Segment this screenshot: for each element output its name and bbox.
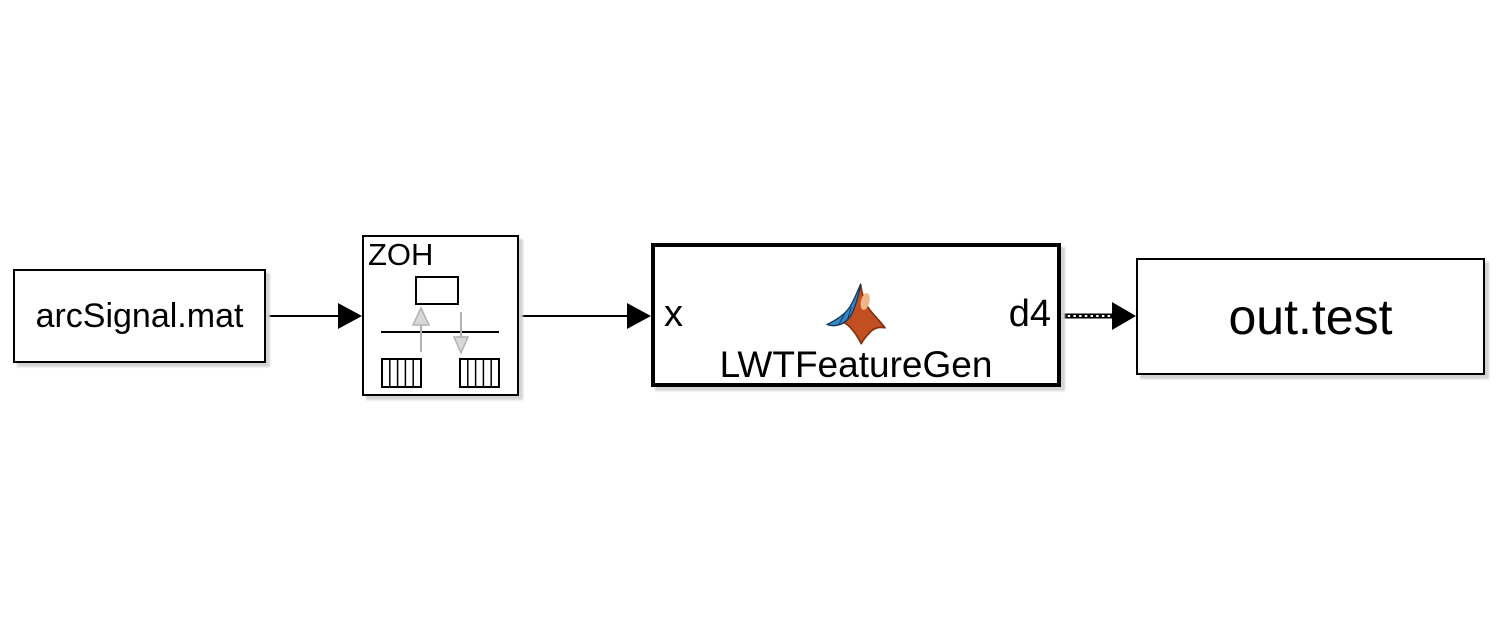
block-label: ZOH <box>368 237 434 272</box>
matlab-logo-blue-wing <box>826 283 862 327</box>
zoh-down-arrow-icon <box>452 336 470 355</box>
block-lwtfeaturegen[interactable]: x d4 LWTFeatureGen <box>651 243 1061 387</box>
wire-zoh-to-fcn[interactable] <box>519 303 651 329</box>
matlab-logo-icon <box>826 283 886 345</box>
zoh-register-rect <box>415 276 459 305</box>
input-port-label: x <box>664 293 683 336</box>
block-arcsignal-mat[interactable]: arcSignal.mat <box>13 269 266 363</box>
output-port-label: d4 <box>1008 293 1051 336</box>
arrowhead-icon <box>338 303 362 329</box>
arrowhead-icon <box>1112 302 1136 330</box>
zoh-frame-buffer-left <box>381 358 422 388</box>
wire-fcn-to-sink-dotted[interactable] <box>1061 302 1136 330</box>
zero-order-hold-icon <box>381 276 500 388</box>
wire-source-to-zoh[interactable] <box>266 303 362 329</box>
zoh-up-arrow-icon <box>411 306 431 326</box>
arrowhead-icon <box>627 303 651 329</box>
block-label: LWTFeatureGen <box>719 344 993 385</box>
matlab-logo-highlight <box>860 293 870 310</box>
block-out-test[interactable]: out.test <box>1136 258 1485 375</box>
zoh-frame-buffer-right <box>459 358 500 388</box>
block-label: arcSignal.mat <box>35 296 244 335</box>
matlab-logo-wing-seams <box>838 306 852 325</box>
block-label: out.test <box>1228 288 1393 345</box>
block-zoh[interactable]: ZOH <box>362 235 519 396</box>
